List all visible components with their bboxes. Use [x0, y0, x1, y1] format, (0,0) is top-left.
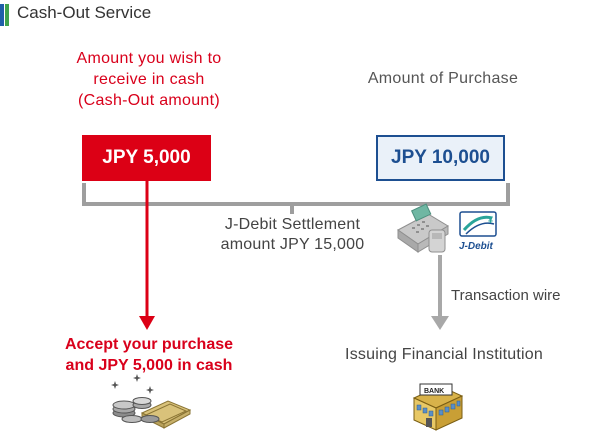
purchase-caption: Amount of Purchase — [367, 70, 519, 87]
cash-out-result-text: Accept your purchase and JPY 5,000 in ca… — [40, 334, 258, 376]
bank-building-icon: BANK — [412, 383, 464, 431]
transaction-wire-label: Transaction wire — [451, 287, 561, 304]
settlement-line2: amount JPY 15,000 — [220, 236, 365, 253]
issuing-institution-label: Issuing Financial Institution — [345, 346, 543, 363]
svg-text:¥: ¥ — [488, 215, 493, 225]
bank-sign-text: BANK — [424, 388, 444, 395]
cash-out-caption: Amount you wish to receive in cash (Cash… — [40, 48, 258, 111]
cash-out-caption-line3: (Cash-Out amount) — [77, 92, 221, 109]
section-title-bar: Cash-Out Service — [0, 3, 590, 26]
page-title: Cash-Out Service — [17, 3, 152, 22]
cash-out-amount-box: JPY 5,000 — [82, 135, 211, 181]
purchase-amount-box: JPY 10,000 — [376, 135, 505, 181]
card-terminal-icon — [397, 203, 449, 253]
cash-out-caption-line1: Amount you wish to — [76, 50, 222, 67]
result-line2: and JPY 5,000 in cash — [65, 357, 233, 374]
result-line1: Accept your purchase — [64, 336, 234, 353]
title-accent-green — [5, 4, 9, 26]
j-debit-logo-text: J-Debit — [459, 241, 494, 252]
settlement-amount-text: J-Debit Settlement amount JPY 15,000 — [205, 215, 380, 255]
cash-out-arrow — [139, 181, 155, 330]
transaction-arrow — [431, 255, 449, 330]
title-accent-blue — [0, 4, 4, 26]
cash-out-caption-line2: receive in cash — [93, 71, 205, 88]
settlement-line1: J-Debit Settlement — [224, 216, 361, 233]
j-debit-logo-icon: ¥ J-Debit — [459, 211, 497, 252]
cash-icon — [111, 374, 192, 429]
settlement-bracket — [82, 183, 510, 214]
